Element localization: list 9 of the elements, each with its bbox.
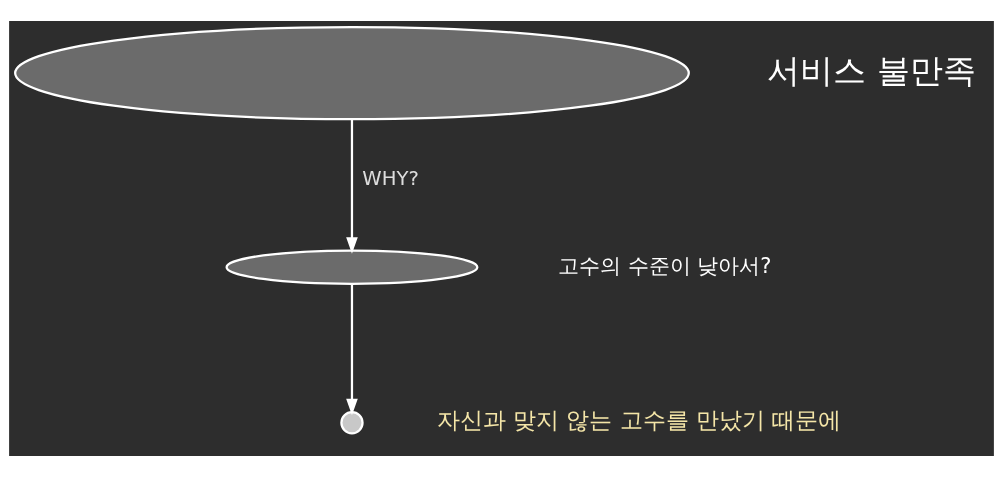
node-circle: [340, 411, 364, 435]
node-label: 자신과 맞지 않는 고수를 만났기 때문에: [436, 407, 841, 434]
arrow: [346, 119, 358, 254]
edge-label: WHY?: [362, 166, 419, 190]
node-label: 서비스 불만족: [767, 50, 976, 90]
node-ellipse: [14, 25, 690, 121]
node-label: 고수의 수준이 낮아서?: [557, 252, 772, 278]
node-ellipse: [225, 249, 479, 285]
arrow: [346, 283, 358, 416]
